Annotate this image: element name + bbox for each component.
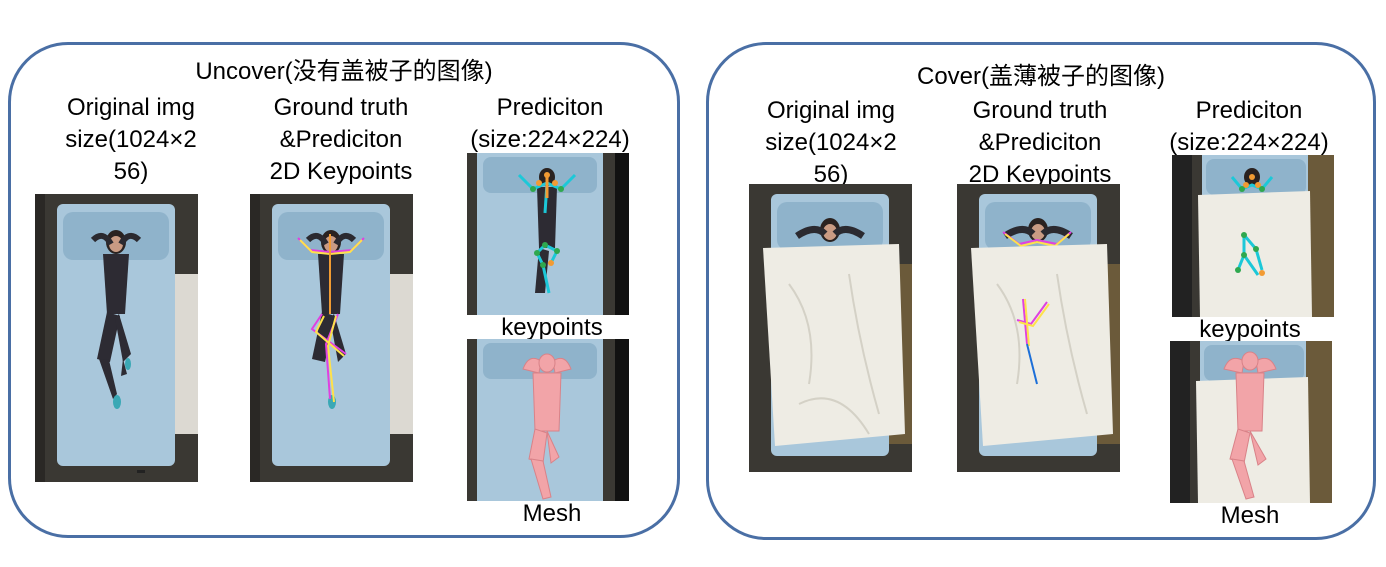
cover-prediction-header: Prediciton (size:224×224) [1154, 95, 1344, 159]
header-line: size(1024×2 [765, 129, 897, 156]
uncover-original-header: Original img size(1024×2 56) [36, 92, 226, 188]
header-line: Ground truth [273, 94, 409, 121]
uncover-panel-title: Uncover(没有盖被子的图像) [195, 58, 493, 85]
header-line: (size:224×224) [1169, 129, 1329, 156]
header-line: 2D Keypoints [968, 161, 1112, 188]
uncover-mesh-caption: Mesh [522, 500, 582, 527]
header-line: Original img [766, 97, 896, 124]
uncover-prediction-header: Prediciton (size:224×224) [455, 92, 645, 156]
cover-keypoints-caption: keypoints [1199, 316, 1301, 343]
uncover-groundtruth-header: Ground truth &Prediciton 2D Keypoints [246, 92, 436, 188]
header-line: size(1024×2 [65, 126, 197, 153]
header-line: 2D Keypoints [269, 158, 413, 185]
cover-original-image [749, 184, 912, 472]
cover-panel-title: Cover(盖薄被子的图像) [916, 63, 1165, 90]
header-line: 56) [113, 158, 149, 185]
header-line: &Prediciton [978, 129, 1102, 156]
uncover-prediction-mesh-image [467, 339, 629, 501]
header-line: 56) [813, 161, 849, 188]
cover-original-header: Original img size(1024×2 56) [736, 95, 926, 191]
header-line: Prediciton [496, 94, 604, 121]
cover-mesh-caption: Mesh [1220, 502, 1280, 529]
header-line: Ground truth [972, 97, 1108, 124]
cover-groundtruth-image [957, 184, 1120, 472]
cover-groundtruth-header: Ground truth &Prediciton 2D Keypoints [945, 95, 1135, 191]
uncover-keypoints-caption: keypoints [501, 314, 603, 341]
header-line: Prediciton [1195, 97, 1303, 124]
header-line: (size:224×224) [470, 126, 630, 153]
uncover-prediction-keypoints-image [467, 153, 629, 315]
uncover-groundtruth-image [250, 194, 413, 482]
header-line: Original img [66, 94, 196, 121]
uncover-original-image [35, 194, 198, 482]
cover-prediction-keypoints-image [1172, 155, 1334, 317]
header-line: &Prediciton [279, 126, 403, 153]
cover-prediction-mesh-image [1170, 341, 1332, 503]
